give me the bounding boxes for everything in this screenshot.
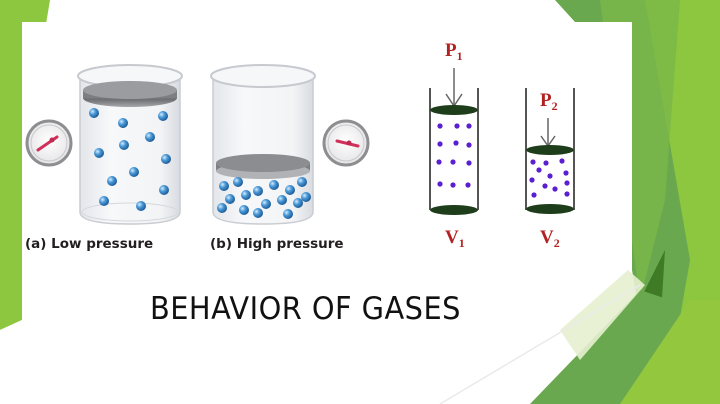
gas-particles-sparse	[89, 108, 171, 211]
pressure-gauge-low-icon	[25, 119, 73, 167]
base-disc	[526, 204, 574, 214]
cylinder-1	[429, 68, 479, 215]
label-v2-letter: V	[540, 227, 554, 248]
label-v1-letter: V	[445, 227, 459, 248]
piston-disc	[430, 105, 478, 115]
faint-diagonal-line	[439, 284, 641, 404]
base-disc	[430, 205, 478, 215]
label-p2-sub: 2	[551, 99, 558, 113]
gas-molecules	[436, 123, 472, 188]
panel-left-fill	[0, 270, 40, 404]
label-p2-letter: P	[540, 90, 552, 111]
label-p1: P1	[445, 40, 463, 64]
bottom-bright-shape	[620, 300, 720, 404]
piston-disc	[526, 145, 574, 155]
label-v2: V2	[540, 227, 560, 251]
gas-molecules	[529, 158, 570, 198]
label-v1-sub: 1	[458, 236, 465, 250]
slide-title: BEHAVIOR OF GASES	[150, 291, 461, 327]
beaker-low-pressure	[77, 64, 183, 225]
label-p2: P2	[540, 90, 558, 114]
caption-high-pressure: (b) High pressure	[210, 236, 344, 252]
piston-bottom	[216, 154, 310, 179]
bottom-pale-shape	[560, 270, 645, 360]
piston-top	[83, 81, 177, 107]
gas-particles-dense	[217, 177, 311, 219]
caption-low-pressure: (a) Low pressure	[25, 236, 154, 252]
cylinder-2	[525, 88, 575, 214]
left-green-band	[0, 0, 50, 330]
pressure-gauge-high-icon	[322, 119, 370, 167]
label-v1: V1	[445, 227, 465, 251]
beaker-high-pressure	[210, 64, 316, 225]
label-p1-sub: 1	[456, 49, 463, 63]
label-p1-letter: P	[445, 40, 457, 61]
bottom-green-shape	[530, 290, 670, 404]
label-v2-sub: 2	[553, 236, 560, 250]
